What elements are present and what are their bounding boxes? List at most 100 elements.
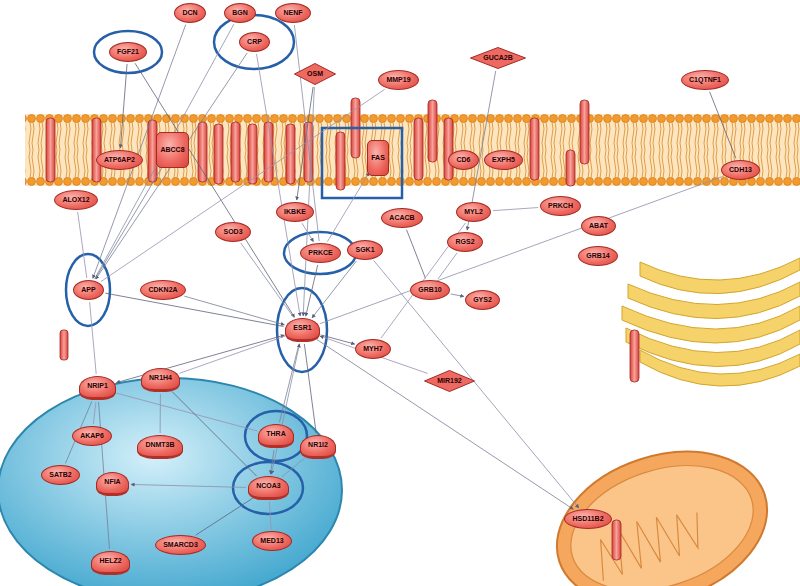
protein-ellipse: AKAP6 [72, 426, 112, 446]
interaction-line [93, 402, 96, 424]
interaction-line [493, 208, 538, 211]
protein-ellipse: RGS2 [447, 232, 483, 252]
interaction-line [131, 484, 246, 487]
protein-ellipse: C1QTNF1 [681, 70, 729, 90]
cell-membrane [25, 114, 800, 186]
node-label: HSD11B2 [572, 515, 604, 523]
protein-ellipse: SGK1 [347, 240, 383, 260]
interaction-line [184, 296, 284, 325]
interaction-line [279, 344, 299, 422]
interaction-line [120, 64, 127, 148]
node-label: CD6 [456, 156, 471, 164]
protein-ellipse: MED13 [252, 531, 292, 551]
node-label: OSM [307, 70, 323, 78]
node-label: CDH13 [729, 166, 752, 174]
interaction-line [117, 393, 258, 431]
node-label: FGF21 [117, 48, 139, 56]
node-label: NCOA3 [256, 482, 281, 490]
interaction-line [95, 24, 234, 279]
nuclear-receptor: ESR1 [285, 318, 320, 342]
protein-ellipse: MYL2 [456, 202, 491, 222]
protein-ellipse: APP [73, 280, 104, 300]
node-label: PRKCE [308, 249, 333, 257]
node-label: ABCC8 [160, 146, 185, 154]
node-label: CRP [247, 38, 262, 46]
nuclear-receptor: DNMT3B [137, 435, 183, 459]
interaction-line [320, 336, 427, 373]
interaction-line [302, 223, 313, 241]
node-label: DCN [182, 9, 198, 17]
nuclear-receptor: NR1I2 [300, 435, 336, 459]
node-label: THRA [266, 430, 286, 438]
node-label: ATP6AP2 [104, 156, 135, 164]
interaction-line [374, 261, 579, 508]
nuclear-receptor: NFIA [96, 472, 129, 496]
interaction-line [271, 450, 274, 474]
interaction-line [196, 498, 253, 535]
interaction-line [304, 344, 316, 433]
node-label: IKBKE [284, 208, 306, 216]
interaction-line [172, 392, 256, 476]
node-label: NFIA [104, 478, 121, 486]
membrane-protein: ABCC8 [156, 132, 189, 168]
node-label: MIR192 [437, 377, 462, 385]
node-label: AKAP6 [80, 432, 104, 440]
ligand-diamond: MIR192 [424, 370, 475, 392]
interaction-line [303, 87, 314, 316]
node-label: ESR1 [293, 324, 312, 332]
membrane-proteins [46, 98, 639, 560]
node-label: GYS2 [473, 296, 492, 304]
nuclear-receptor: NR1H4 [141, 368, 180, 392]
nuclear-receptor: HELZ2 [91, 551, 130, 575]
protein-ellipse: CD6 [448, 150, 479, 170]
node-label: NR1H4 [149, 374, 172, 382]
interaction-line [269, 502, 271, 529]
node-label: NENF [283, 9, 303, 17]
node-label: NRIP1 [87, 382, 108, 390]
interaction-line [96, 53, 247, 279]
interaction-line [282, 458, 305, 477]
protein-ellipse: HSD11B2 [564, 509, 612, 529]
node-label: HELZ2 [99, 557, 122, 565]
interaction-line [241, 243, 294, 318]
protein-ellipse: GRB10 [410, 280, 450, 300]
protein-ellipse: SOD3 [215, 222, 251, 242]
protein-ellipse: FGF21 [109, 42, 147, 62]
interaction-line [95, 167, 162, 279]
protein-ellipse: ATP6AP2 [96, 150, 143, 170]
protein-ellipse: CDKN2A [140, 280, 186, 300]
nuclear-receptor: NRIP1 [79, 376, 116, 400]
nuclear-receptor: THRA [258, 424, 294, 448]
interaction-line [90, 302, 97, 374]
protein-ellipse: SMARCD3 [155, 535, 206, 555]
interaction-line [306, 265, 318, 316]
protein-ellipse: DCN [174, 3, 206, 23]
node-label: PRKCH [548, 202, 573, 210]
protein-ellipse: PRKCH [540, 196, 581, 216]
protein-ellipse: CDH13 [721, 160, 760, 180]
node-label: APP [81, 286, 96, 294]
interaction-line [317, 339, 574, 509]
protein-ellipse: SATB2 [41, 465, 80, 485]
protein-ellipse: GRB14 [578, 246, 618, 266]
ligand-diamond: OSM [294, 63, 336, 85]
node-label: GRB10 [418, 286, 442, 294]
interaction-line [179, 336, 285, 373]
mitochondrion [537, 426, 787, 586]
protein-ellipse: PRKCE [300, 243, 341, 263]
interaction-line [256, 54, 300, 316]
node-label: ALOX12 [62, 196, 90, 204]
node-label: SOD3 [223, 228, 243, 236]
node-label: DNMT3B [145, 441, 175, 449]
node-label: MYL2 [464, 208, 483, 216]
highlight-marks [66, 15, 402, 514]
node-label: GUCA2B [483, 54, 513, 62]
node-label: MED13 [260, 537, 284, 545]
node-label: MMP19 [386, 76, 411, 84]
nuclear-receptor: NCOA3 [248, 476, 289, 500]
protein-ellipse: ABAT [581, 216, 616, 236]
interaction-line [93, 25, 186, 279]
interaction-line [451, 294, 464, 297]
node-label: MYH7 [363, 345, 383, 353]
interaction-line [78, 212, 87, 278]
